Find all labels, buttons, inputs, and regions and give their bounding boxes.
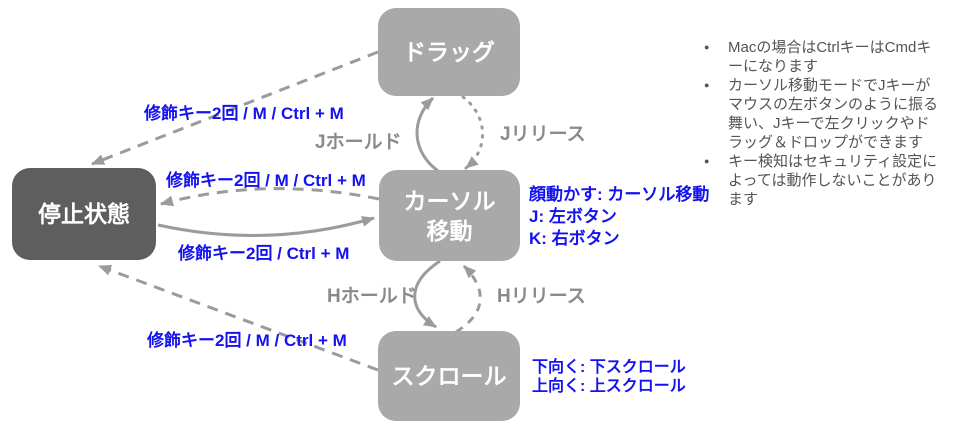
edge-label-cursor-to-idle: 修飾キー2回 / M / Ctrl + M bbox=[166, 171, 366, 190]
node-cursor: カーソル 移動 bbox=[379, 170, 520, 261]
annotation-cursor-mode: 顔動かす: カーソル移動 J: 左ボタン K: 右ボタン bbox=[529, 184, 709, 250]
edge-label-j-hold: Jホールド bbox=[315, 132, 402, 153]
edge-label-scroll-to-idle: 修飾キー2回 / M / Ctrl + M bbox=[147, 331, 347, 350]
edge-cursor-to-drag bbox=[415, 96, 439, 173]
note-item: Macの場合はCtrlキーはCmdキーになります bbox=[700, 38, 942, 76]
edge-drag-to-cursor bbox=[461, 95, 484, 170]
edge-label-idle-to-cursor: 修飾キー2回 / Ctrl + M bbox=[178, 244, 350, 263]
edge-label-h-release: Hリリース bbox=[497, 286, 586, 307]
node-idle: 停止状態 bbox=[12, 168, 156, 260]
edge-cursor-to-idle bbox=[160, 187, 380, 207]
edge-scroll-to-cursor bbox=[455, 264, 482, 334]
annotation-scroll-mode-line: 上向く: 上スクロール bbox=[532, 378, 686, 395]
node-cursor-label: カーソル 移動 bbox=[403, 187, 496, 244]
note-item: カーソル移動モードでJキーがマウスの左ボタンのように振る舞い、Jキーで左クリック… bbox=[700, 76, 942, 152]
node-drag: ドラッグ bbox=[378, 8, 520, 96]
edge-label-h-hold: Hホールド bbox=[327, 286, 417, 307]
edge-idle-to-cursor bbox=[157, 216, 375, 237]
node-scroll-label: スクロール bbox=[391, 363, 507, 389]
node-idle-label: 停止状態 bbox=[38, 201, 130, 227]
edge-cursor-to-scroll bbox=[413, 259, 441, 329]
notes-list: Macの場合はCtrlキーはCmdキーになります カーソル移動モードでJキーがマ… bbox=[700, 38, 942, 209]
annotation-cursor-mode-line: 顔動かす: カーソル移動 bbox=[529, 185, 710, 204]
edge-label-drag-to-idle: 修飾キー2回 / M / Ctrl + M bbox=[144, 104, 344, 123]
note-item: キー検知はセキュリティ設定によっては動作しないことがあります bbox=[700, 152, 942, 209]
annotation-cursor-mode-line: K: 右ボタン bbox=[529, 229, 620, 248]
annotation-scroll-mode: 下向く: 下スクロール 上向く: 上スクロール bbox=[532, 358, 686, 396]
notes-panel: Macの場合はCtrlキーはCmdキーになります カーソル移動モードでJキーがマ… bbox=[700, 38, 942, 209]
edge-scroll-to-idle bbox=[98, 264, 379, 372]
node-drag-label: ドラッグ bbox=[403, 39, 495, 65]
node-scroll: スクロール bbox=[378, 331, 520, 421]
edge-label-j-release: Jリリース bbox=[500, 124, 586, 145]
edge-drag-to-idle bbox=[91, 50, 379, 166]
annotation-cursor-mode-line: J: 左ボタン bbox=[529, 207, 617, 226]
annotation-scroll-mode-line: 下向く: 下スクロール bbox=[532, 359, 686, 376]
